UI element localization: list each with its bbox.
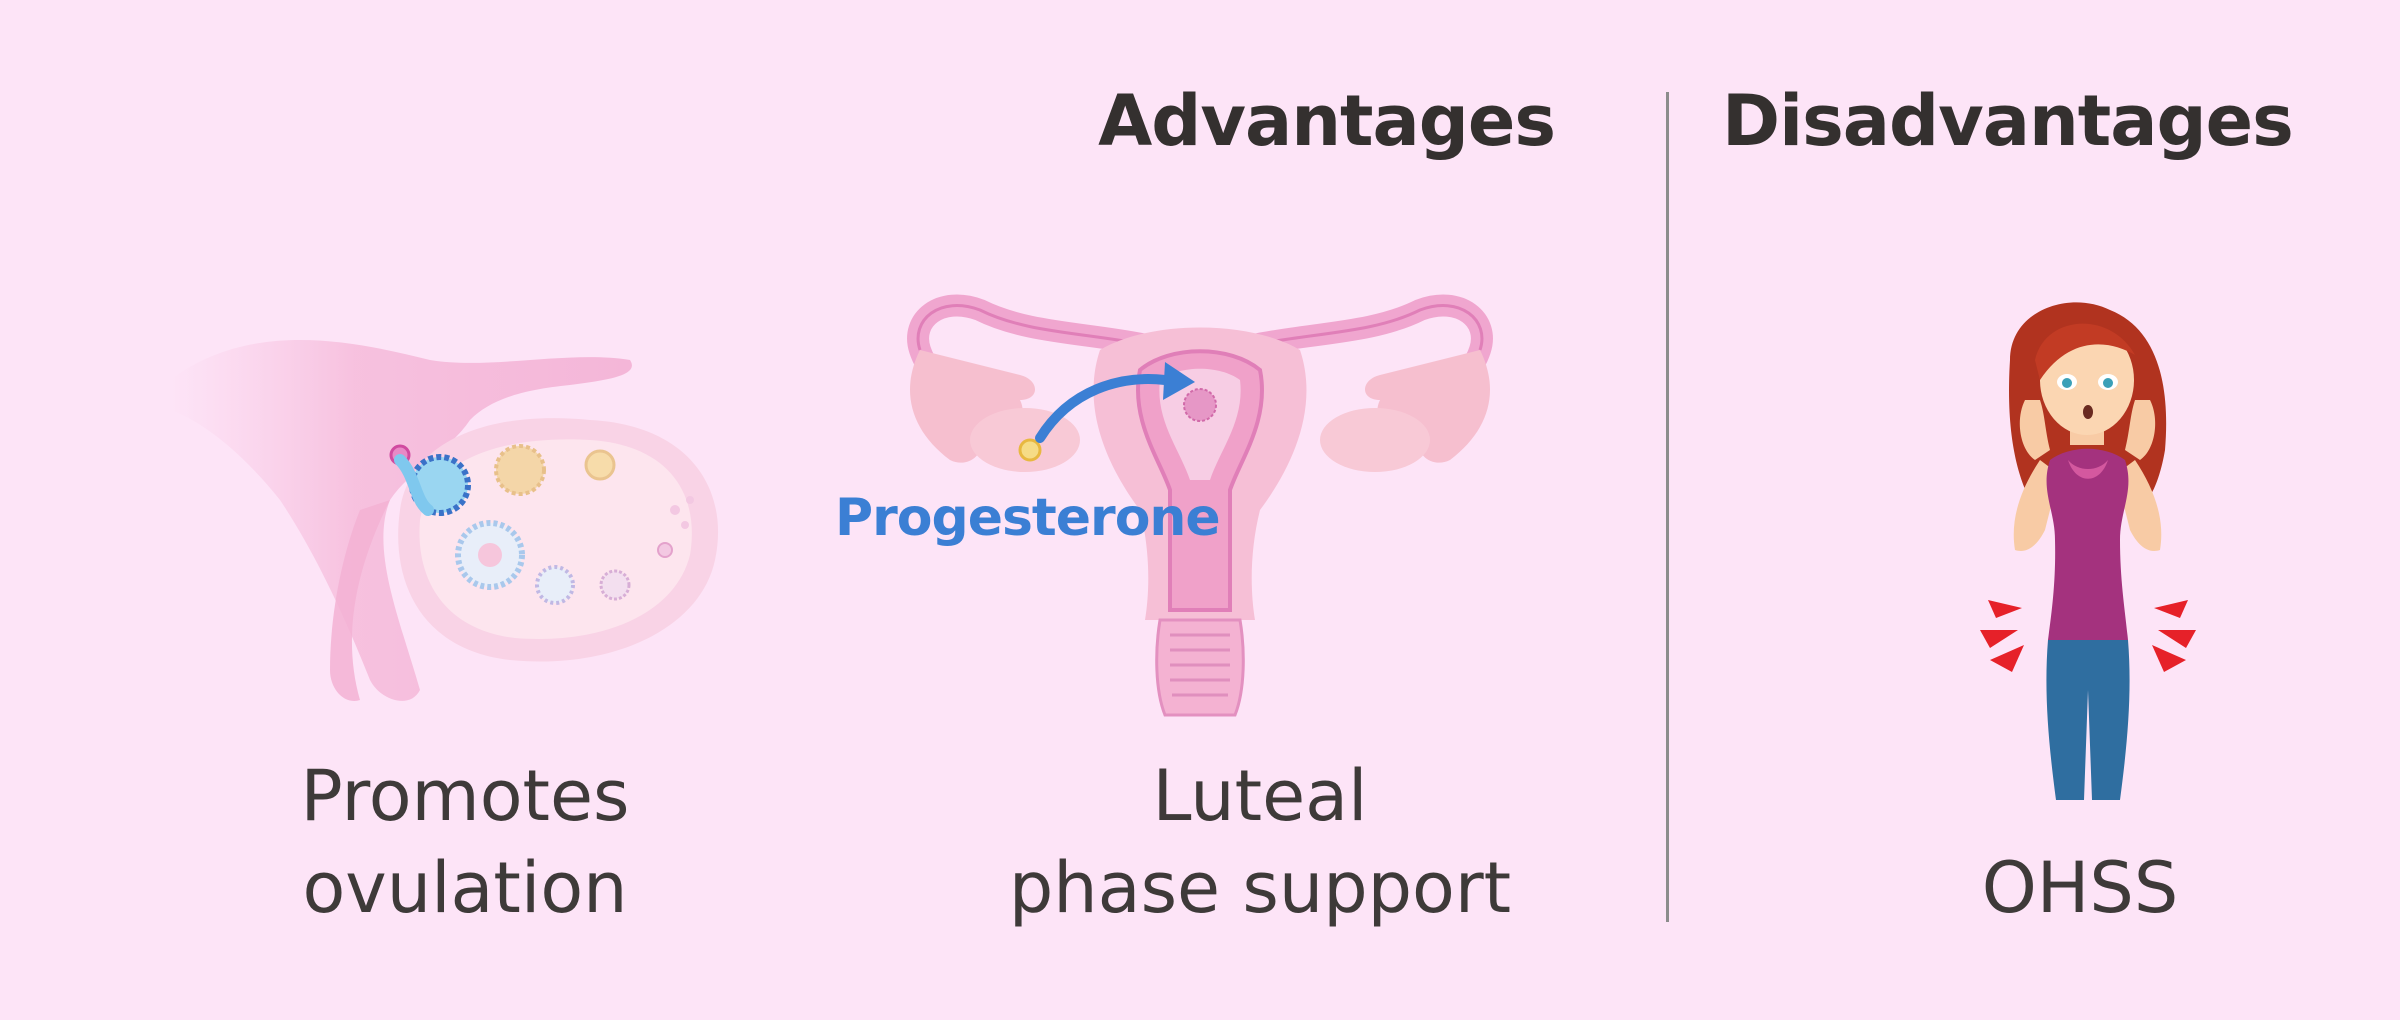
- caption-line: OHSS: [1981, 847, 2179, 929]
- caption-line: Promotes: [300, 755, 630, 837]
- column-divider: [1666, 92, 1669, 922]
- advantages-heading: Advantages: [1098, 80, 1556, 162]
- woman-ohss-icon: [1980, 302, 2196, 800]
- uterus-icon: Progesterone: [835, 294, 1493, 717]
- caption-line: phase support: [1008, 847, 1512, 929]
- caption-line: ovulation: [302, 847, 628, 929]
- disadvantages-heading: Disadvantages: [1722, 80, 2294, 162]
- caption-promotes-ovulation: Promotes ovulation: [280, 750, 650, 934]
- caption-ohss: OHSS: [1930, 842, 2230, 934]
- progesterone-label: Progesterone: [835, 488, 1220, 548]
- caption-line: Luteal: [1152, 755, 1368, 837]
- ovary-icon: [170, 340, 719, 701]
- caption-luteal-phase-support: Luteal phase support: [1000, 750, 1520, 934]
